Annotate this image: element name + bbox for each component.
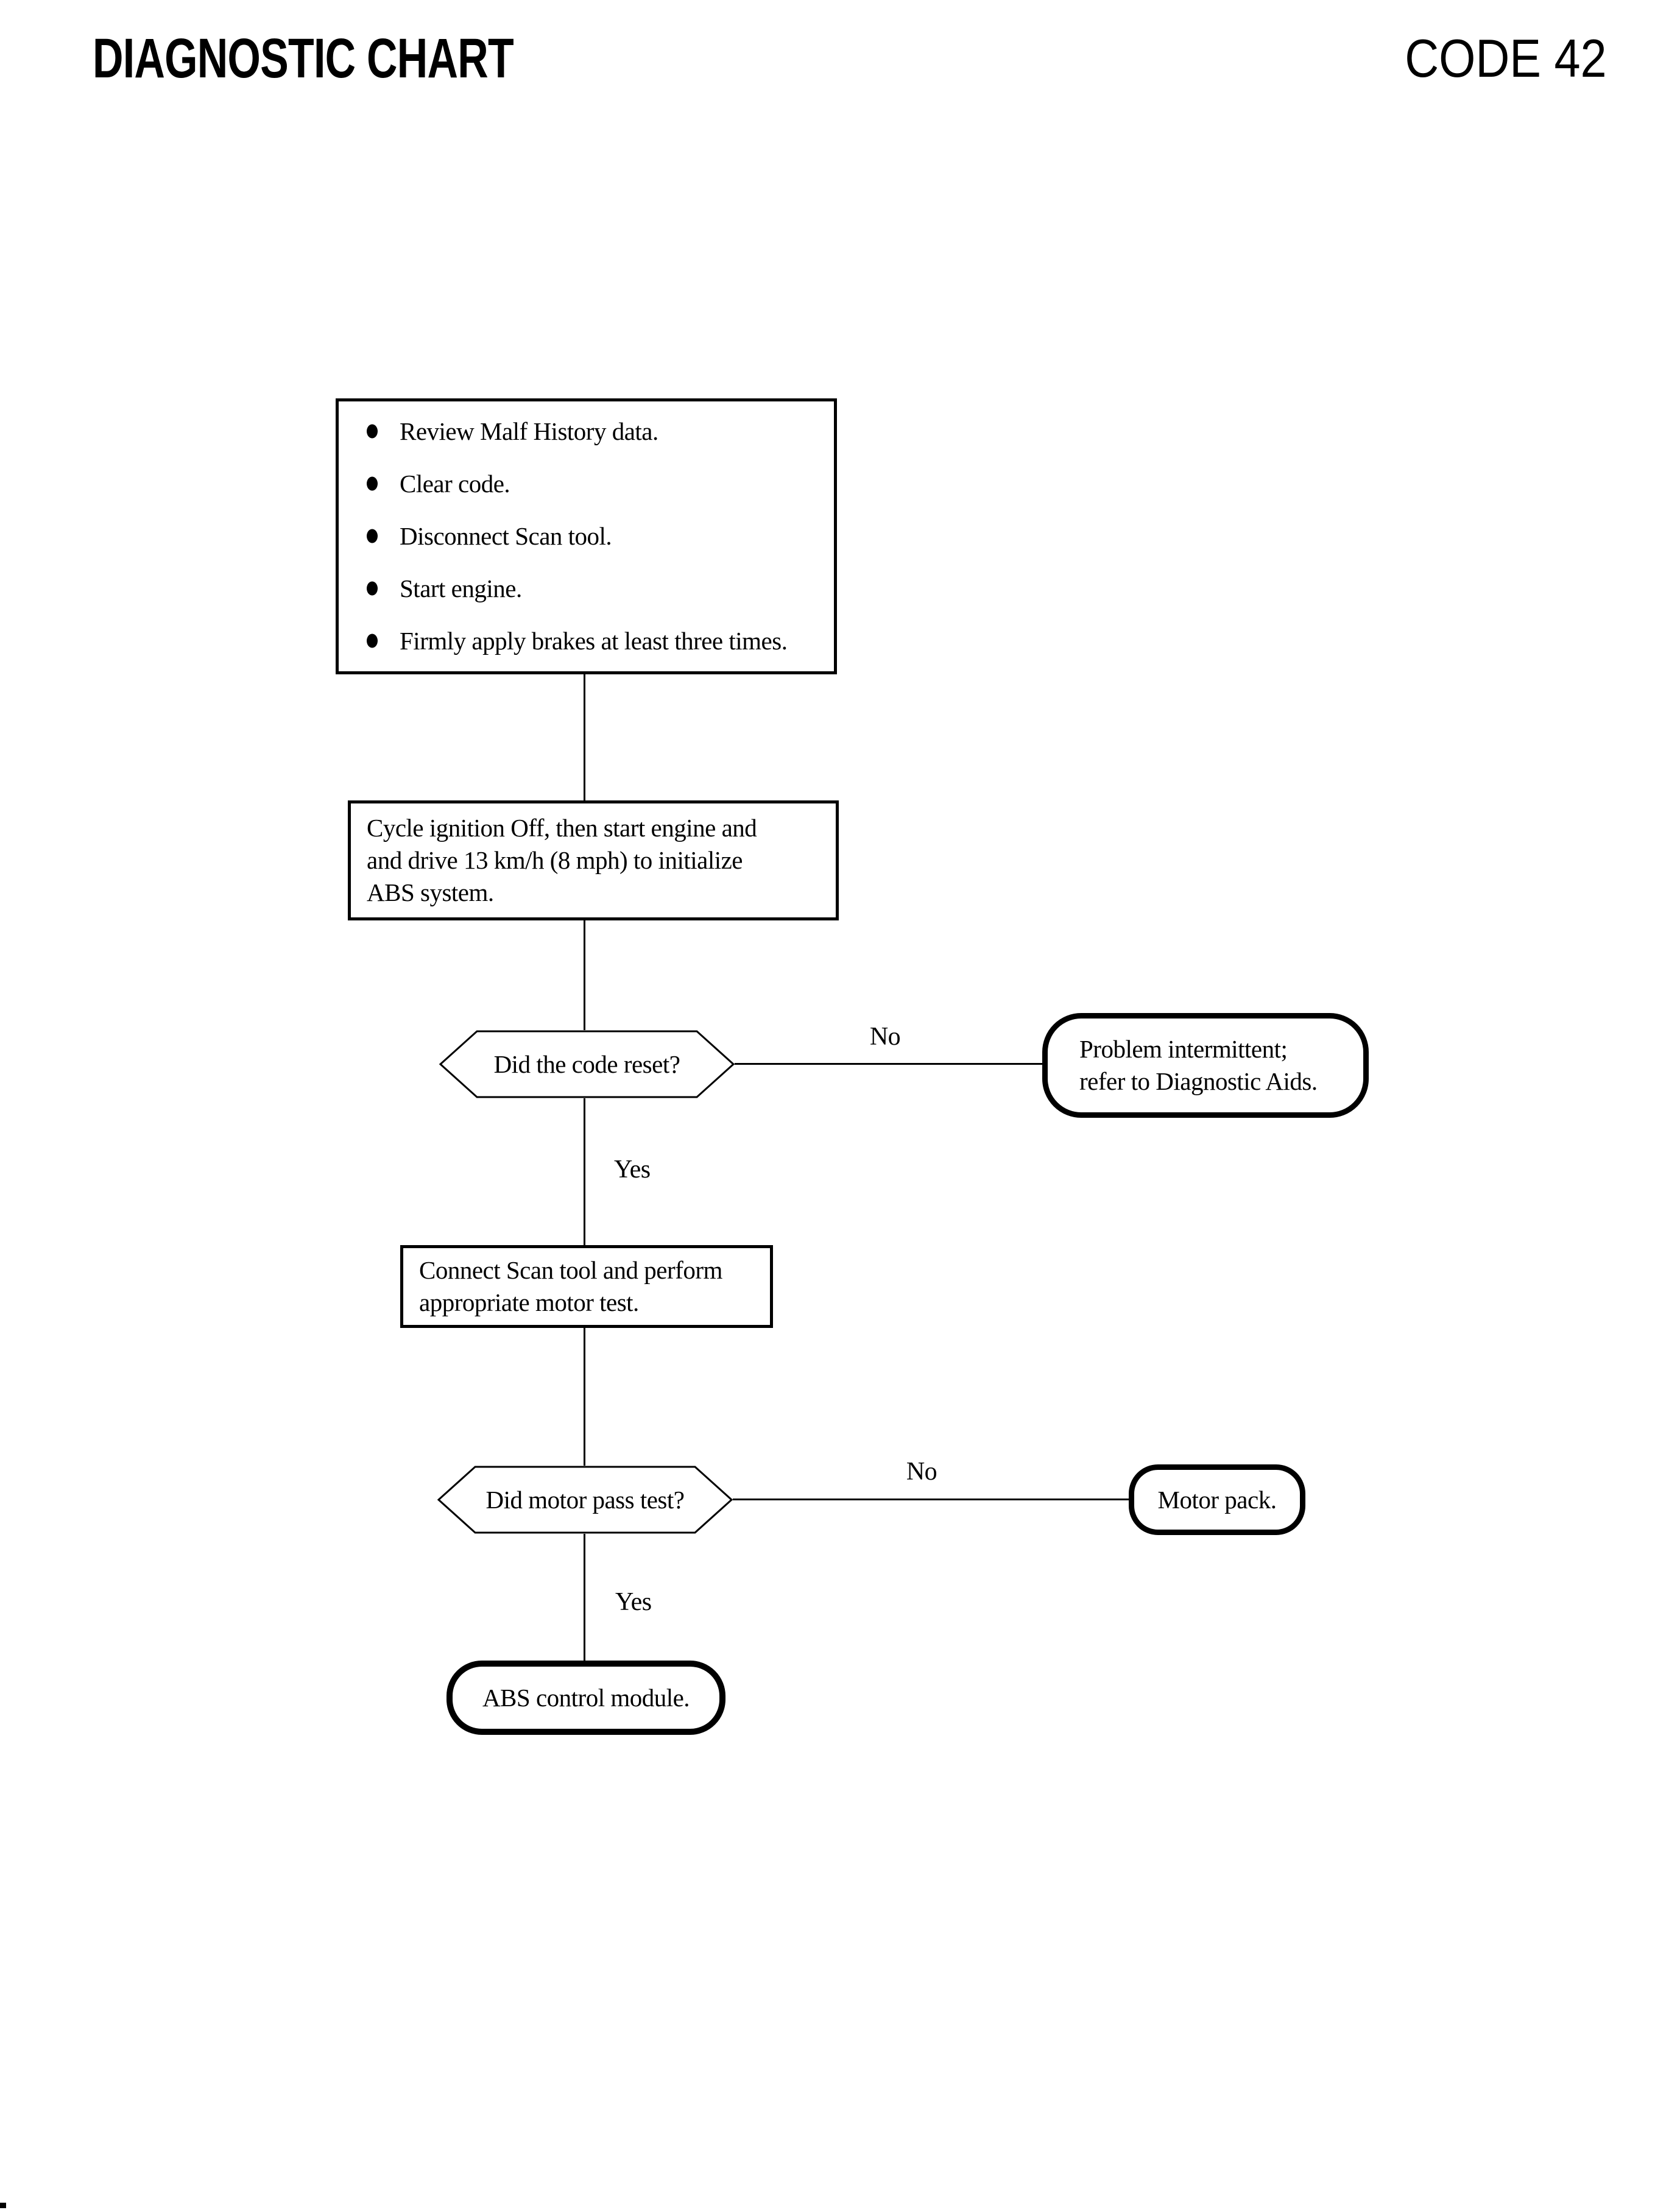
list-item: Start engine. (339, 562, 834, 615)
box-text-line: Connect Scan tool and perform (419, 1256, 722, 1284)
init-abs-box: Cycle ignition Off, then start engine an… (348, 800, 839, 920)
box-text-line: appropriate motor test. (419, 1288, 639, 1316)
terminal-text-line: ABS control module. (482, 1683, 690, 1712)
list-item: Disconnect Scan tool. (339, 510, 834, 562)
branch-label-yes: Yes (615, 1588, 652, 1616)
prep-steps-box: Review Malf History data. Clear code. Di… (336, 398, 837, 674)
branch-label-no: No (869, 1023, 901, 1051)
terminal-text-line: Problem intermittent; (1079, 1035, 1288, 1063)
box-text-line: and drive 13 km/h (8 mph) to initialize (367, 846, 743, 874)
hexagon-shape (439, 1030, 735, 1098)
decision-code-reset: Did the code reset? (439, 1030, 735, 1098)
bullet-icon (367, 529, 378, 543)
list-item-text: Firmly apply brakes at least three times… (400, 627, 788, 655)
bullet-icon (367, 476, 378, 491)
terminal-text-line: refer to Diagnostic Aids. (1079, 1067, 1318, 1095)
box-text-line: ABS system. (367, 878, 494, 906)
decision-motor-pass: Did motor pass test? (437, 1466, 733, 1534)
scan-artifact (0, 2203, 6, 2208)
connector-line (584, 1534, 585, 1661)
bullet-icon (367, 634, 378, 648)
connector-line (733, 1499, 1129, 1500)
code-number: CODE 42 (1405, 28, 1607, 88)
terminal-problem-intermittent: Problem intermittent; refer to Diagnosti… (1042, 1013, 1369, 1118)
list-item-text: Review Malf History data. (400, 417, 658, 445)
terminal-text-line: Motor pack. (1157, 1485, 1277, 1514)
terminal-abs-control-module: ABS control module. (446, 1661, 725, 1735)
prep-steps-list: Review Malf History data. Clear code. Di… (339, 401, 834, 667)
decision-question: Did the code reset? (493, 1050, 680, 1078)
list-item: Firmly apply brakes at least three times… (339, 615, 834, 667)
terminal-motor-pack: Motor pack. (1129, 1464, 1305, 1535)
bullet-icon (367, 424, 378, 439)
branch-label-no: No (906, 1458, 937, 1486)
motor-test-box: Connect Scan tool and perform appropriat… (400, 1245, 773, 1328)
decision-question: Did motor pass test? (485, 1486, 685, 1514)
connector-line (584, 920, 585, 1030)
list-item-text: Clear code. (400, 470, 510, 498)
connector-line (584, 674, 585, 800)
list-item-text: Start engine. (400, 574, 522, 602)
list-item: Clear code. (339, 457, 834, 510)
hexagon-shape (437, 1466, 733, 1534)
branch-label-yes: Yes (614, 1156, 651, 1184)
page-title: DIAGNOSTIC CHART (93, 27, 514, 90)
bullet-icon (367, 581, 378, 596)
connector-line (735, 1063, 1042, 1065)
box-text-line: Cycle ignition Off, then start engine an… (367, 814, 757, 842)
list-item: Review Malf History data. (339, 405, 834, 457)
connector-line (584, 1328, 585, 1466)
list-item-text: Disconnect Scan tool. (400, 522, 612, 550)
connector-line (584, 1098, 585, 1245)
